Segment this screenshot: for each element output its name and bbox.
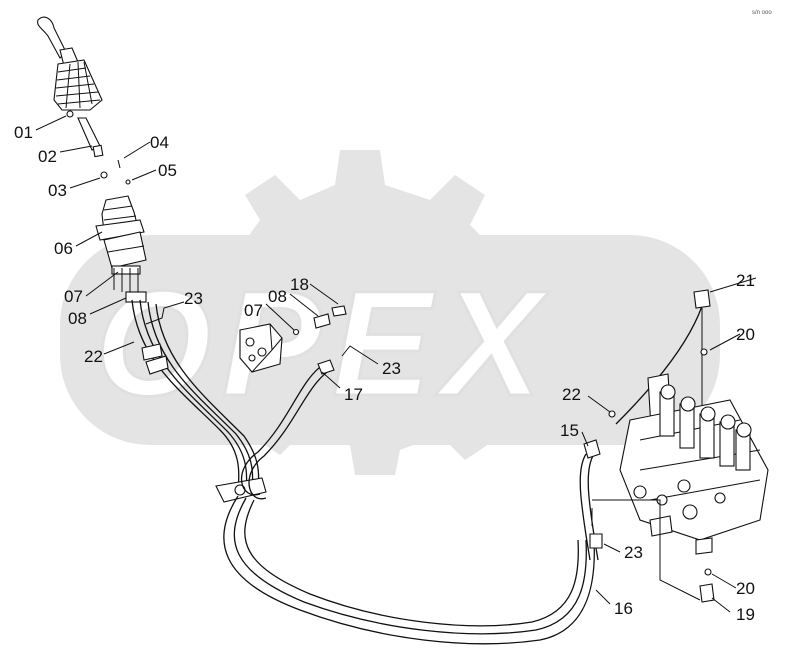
callout-22-left: 22 (84, 347, 103, 366)
leader-lines (35, 115, 757, 613)
lever-rod (66, 110, 131, 185)
callout-08-left: 08 (68, 309, 87, 328)
watermark-band (60, 235, 720, 445)
opex-watermark: OPEX (60, 150, 720, 475)
callout-05: 05 (158, 161, 177, 180)
callout-16: 16 (614, 599, 633, 618)
callout-23-center: 23 (382, 359, 401, 378)
callout-19: 19 (736, 605, 755, 624)
callout-04: 04 (150, 133, 169, 152)
callout-22-right: 22 (562, 385, 581, 404)
callout-15: 15 (560, 421, 579, 440)
joystick-handle (37, 16, 103, 111)
valve-fittings (591, 348, 715, 603)
callout-03: 03 (48, 181, 67, 200)
callout-23-right: 23 (624, 543, 643, 562)
callout-06: 06 (54, 239, 73, 258)
shuttle-valve-block (239, 305, 347, 375)
callout-20-bottom: 20 (736, 579, 755, 598)
callout-07-left: 07 (64, 287, 83, 306)
callout-labels: 01 02 03 04 05 06 07 08 22 23 07 08 18 1… (14, 123, 755, 624)
hose-loop (223, 363, 595, 645)
callout-23-left: 23 (184, 289, 203, 308)
callout-17: 17 (344, 385, 363, 404)
pilot-hoses (131, 299, 267, 503)
corner-mark: s/n ooo (752, 10, 772, 16)
callout-18: 18 (290, 275, 309, 294)
callout-02: 02 (38, 147, 57, 166)
callout-01: 01 (14, 123, 33, 142)
main-control-valve (619, 373, 769, 555)
return-hose (579, 289, 711, 561)
callout-08-center: 08 (268, 287, 287, 306)
watermark-text: OPEX (95, 259, 552, 427)
callout-21: 21 (736, 271, 755, 290)
callout-07-center: 07 (244, 301, 263, 320)
pilot-valve-body (95, 195, 147, 303)
callout-20-top: 20 (736, 325, 755, 344)
